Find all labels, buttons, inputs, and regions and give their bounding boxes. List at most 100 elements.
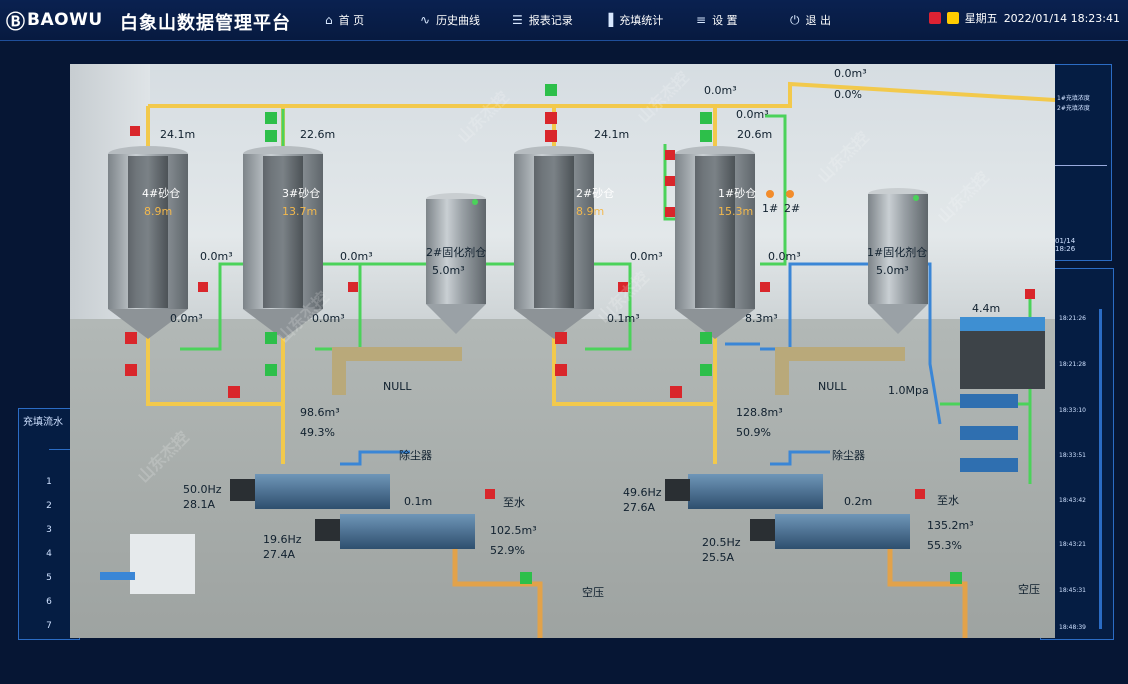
nav-label: 设 置 — [712, 14, 738, 27]
top-flow-b: 0.0m³ — [736, 108, 769, 121]
right-flow: 128.8m³ — [736, 406, 783, 419]
settings-icon: ≡ — [696, 13, 707, 27]
row-number: 6 — [46, 597, 52, 607]
silo-4-name: 4#砂仓 — [142, 187, 181, 200]
legend-2: 2#充填浓度 — [1057, 105, 1090, 112]
agent-silo-2 — [426, 193, 486, 334]
brand-name: BAOWU — [27, 10, 103, 30]
tank-pressure: 1.0Mpa — [888, 384, 929, 397]
alarm-icon[interactable] — [928, 12, 941, 24]
row-number: 5 — [46, 573, 52, 583]
silo-4-top: 24.1m — [160, 128, 196, 141]
log-time: 18:45:31 — [1059, 587, 1086, 594]
power-icon: ⏻ — [790, 12, 800, 27]
left-mixer1-hz: 50.0Hz — [183, 483, 222, 496]
right-percent: 50.9% — [736, 426, 771, 439]
left-percent2: 52.9% — [490, 544, 525, 557]
silo-2-level: 8.9m — [576, 205, 605, 218]
tank-level: 4.4m — [972, 302, 1001, 315]
silo-2-name: 2#砂仓 — [576, 187, 615, 200]
log-time: 18:43:21 — [1059, 541, 1086, 548]
chart-time: 18:26 — [1055, 245, 1076, 253]
agent-silo-2-level: 5.0m³ — [432, 264, 465, 277]
nav-label: 充填统计 — [619, 14, 664, 27]
baowu-logo-icon: Ⓑ — [6, 10, 26, 33]
weekday: 星期五 — [964, 12, 998, 25]
right-mixer2-hz: 20.5Hz — [702, 536, 741, 549]
chart-line — [1045, 165, 1107, 166]
silo-3 — [243, 146, 323, 339]
nav-statistics[interactable]: ▐ 充填统计 — [604, 10, 663, 30]
silo-3-top: 22.6m — [300, 128, 336, 141]
log-time: 18:33:51 — [1059, 452, 1086, 459]
row-number: 7 — [46, 621, 52, 631]
top-pipe-flow: 0.0m³ — [834, 67, 867, 80]
bar-chart-icon: ▐ — [604, 13, 614, 27]
silo-2 — [514, 146, 594, 339]
top-flow-a: 0.0m³ — [704, 84, 737, 97]
log-time: 18:21:28 — [1059, 361, 1086, 368]
left-dust: 除尘器 — [399, 449, 432, 462]
right-dust: 除尘器 — [832, 449, 865, 462]
silo-2-top: 24.1m — [594, 128, 630, 141]
datetime: 2022/01/14 18:23:41 — [1003, 11, 1120, 25]
right-percent2: 55.3% — [927, 539, 962, 552]
left-water: 至水 — [503, 496, 525, 509]
silo-3-side: 0.0m³ — [312, 312, 345, 325]
nav-reports[interactable]: ☰报表记录 — [512, 10, 573, 30]
fan-2-label: 2# — [784, 202, 801, 215]
silo-3-name: 3#砂仓 — [282, 187, 321, 200]
top-pipe-percent: 0.0% — [834, 88, 862, 101]
left-mixer2-a: 27.4A — [263, 548, 296, 561]
silo-1 — [675, 146, 755, 339]
home-icon: ⌂ — [325, 13, 333, 27]
right-mixer1-hz: 49.6Hz — [623, 486, 662, 499]
left-flow2: 102.5m³ — [490, 524, 537, 537]
silo-4-level: 8.9m — [144, 205, 173, 218]
right-mixer1-a: 27.6A — [623, 501, 656, 514]
nav-logout[interactable]: ⏻退 出 — [790, 10, 831, 30]
nav-settings[interactable]: ≡ 设 置 — [696, 10, 738, 30]
left-mixer2-hz: 19.6Hz — [263, 533, 302, 546]
right-air: 空压 — [1018, 583, 1040, 596]
agent-silo-1-name: 1#固化剂仓 — [867, 246, 928, 259]
fill-log-panel: 充填流水 1 2 3 4 5 6 7 — [18, 408, 80, 640]
nav-label: 首 页 — [338, 14, 365, 27]
log-time: 18:43:42 — [1059, 497, 1086, 504]
right-level: 0.2m — [844, 495, 873, 508]
nav-history[interactable]: ∿ 历史曲线 — [420, 10, 480, 30]
scrollbar[interactable] — [1099, 309, 1102, 629]
nav-label: 历史曲线 — [436, 14, 481, 27]
row-number: 2 — [46, 501, 52, 511]
right-water: 至水 — [937, 494, 959, 507]
status-area: 星期五 2022/01/14 18:23:41 — [928, 10, 1120, 26]
chart-date: 01/14 — [1055, 237, 1076, 245]
silo-4-side: 0.0m³ — [170, 312, 203, 325]
left-level: 0.1m — [404, 495, 433, 508]
silo-1-outlet: 0.0m³ — [768, 250, 801, 263]
scene-graphics — [100, 81, 1055, 638]
page-title: 白象山数据管理平台 — [120, 13, 291, 34]
chart-icon: ∿ — [420, 13, 431, 27]
silo-3-level: 13.7m — [282, 205, 318, 218]
silo-1-side: 8.3m³ — [745, 312, 778, 325]
nav-home[interactable]: ⌂ 首 页 — [325, 10, 364, 30]
agent-silo-2-screw: NULL — [383, 380, 412, 393]
fan-1-label: 1# — [762, 202, 779, 215]
row-number: 1 — [46, 477, 52, 487]
right-mixer2-a: 25.5A — [702, 551, 735, 564]
row-number: 3 — [46, 525, 52, 535]
silo-1-level: 15.3m — [718, 205, 754, 218]
calendar-icon — [946, 12, 959, 24]
row-number: 4 — [46, 549, 52, 559]
silo-3-outlet: 0.0m³ — [340, 250, 373, 263]
agent-silo-1-screw: NULL — [818, 380, 847, 393]
silo-2-side: 0.1m³ — [607, 312, 640, 325]
silo-1-name: 1#砂仓 — [718, 187, 757, 200]
logo: Ⓑ BAOWU — [6, 9, 103, 33]
left-percent: 49.3% — [300, 426, 335, 439]
log-time: 18:21:26 — [1059, 315, 1086, 322]
process-scene: 4#砂仓 8.9m 24.1m 0.0m³ 0.0m³ 3#砂仓 13.7m 2… — [70, 64, 1055, 638]
left-mixer1-a: 28.1A — [183, 498, 216, 511]
agent-silo-1 — [868, 188, 928, 334]
